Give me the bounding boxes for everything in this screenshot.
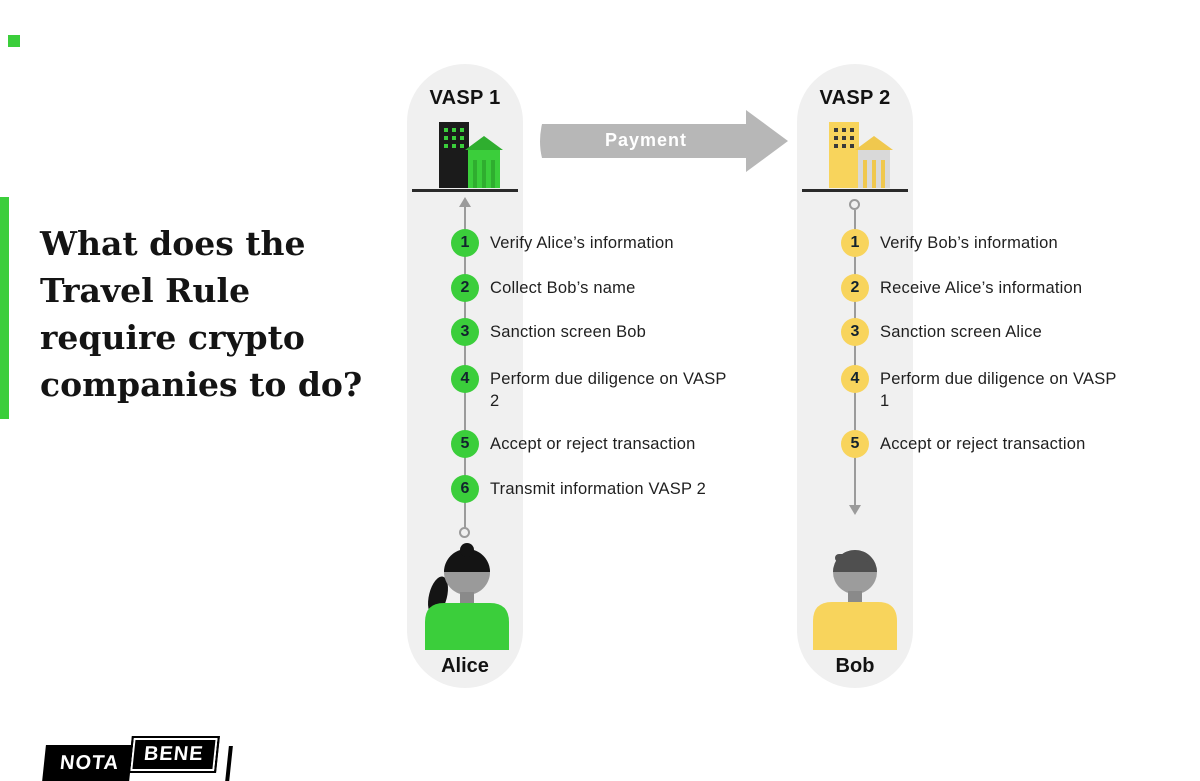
step-label: Verify Alice’s information — [490, 234, 674, 252]
vasp2-building-icon — [829, 122, 893, 188]
step-number-badge: 6 — [451, 475, 479, 503]
step-number-badge: 2 — [451, 274, 479, 302]
vasp1-building-icon — [439, 122, 503, 188]
step-number-badge: 4 — [451, 365, 479, 393]
step-label: Receive Alice’s information — [880, 279, 1083, 297]
vasp2-baseline — [802, 189, 908, 192]
page-title-line: Travel Rule — [40, 271, 251, 310]
vasp2-flow-origin-dot — [849, 199, 860, 210]
vasp2-step-1: 1 Verify Bob’s information — [841, 229, 1161, 257]
vasp1-step-6: 6 Transmit information VASP 2 — [451, 475, 771, 503]
payment-arrow-label: Payment — [604, 130, 688, 150]
vasp1-flow-arrow-up-icon — [459, 197, 471, 207]
step-number-badge: 4 — [841, 365, 869, 393]
step-number-badge: 1 — [451, 229, 479, 257]
page-title-line: require crypto — [40, 318, 305, 357]
step-label: Sanction screen Bob — [490, 323, 647, 341]
step-label: Transmit information VASP 2 — [490, 480, 707, 498]
step-number-badge: 3 — [451, 318, 479, 346]
vasp1-step-1: 1 Verify Alice’s information — [451, 229, 771, 257]
step-label: Perform due diligence on VASP 1 — [880, 370, 1117, 410]
vasp1-step-4: 4 Perform due diligence on VASP 2 — [451, 365, 771, 412]
alice-avatar-icon — [425, 543, 509, 650]
step-label: Accept or reject transaction — [880, 435, 1086, 453]
notabene-logo: NOTA BENE — [42, 736, 233, 781]
step-number-badge: 2 — [841, 274, 869, 302]
vasp2-title: VASP 2 — [819, 87, 891, 109]
vasp2-flow-line — [854, 210, 856, 506]
step-label: Collect Bob’s name — [490, 279, 636, 297]
vasp1-title: VASP 1 — [429, 87, 501, 109]
logo-bar — [224, 746, 233, 781]
vasp1-step-3: 3 Sanction screen Bob — [451, 318, 771, 346]
step-number-badge: 3 — [841, 318, 869, 346]
vasp2-step-3: 3 Sanction screen Alice — [841, 318, 1161, 346]
step-label: Accept or reject transaction — [490, 435, 696, 453]
vasp2-step-4: 4 Perform due diligence on VASP 1 — [841, 365, 1161, 412]
payment-arrow-icon — [540, 110, 788, 172]
logo-nota-box: NOTA — [42, 745, 134, 781]
vasp1-step-5: 5 Accept or reject transaction — [451, 430, 771, 458]
vasp2-flow-arrow-down-icon — [849, 505, 861, 515]
vasp1-step-2: 2 Collect Bob’s name — [451, 274, 771, 302]
step-label: Verify Bob’s information — [880, 234, 1058, 252]
alice-label: Alice — [441, 655, 489, 677]
vasp1-flow-origin-dot — [459, 527, 470, 538]
page-title: What does the Travel Rule require crypto… — [40, 220, 400, 408]
vasp2-step-2: 2 Receive Alice’s information — [841, 274, 1161, 302]
bob-avatar-icon — [813, 550, 897, 650]
step-label: Sanction screen Alice — [880, 323, 1042, 341]
page-title-line: What does the — [40, 224, 306, 263]
green-square-decor — [8, 35, 20, 47]
accent-bar — [0, 197, 9, 419]
vasp2-step-5: 5 Accept or reject transaction — [841, 430, 1161, 458]
step-number-badge: 5 — [451, 430, 479, 458]
logo-bene-box: BENE — [128, 736, 220, 773]
step-number-badge: 5 — [841, 430, 869, 458]
bob-label: Bob — [835, 655, 875, 677]
step-number-badge: 1 — [841, 229, 869, 257]
step-label: Perform due diligence on VASP 2 — [490, 370, 727, 410]
vasp1-baseline — [412, 189, 518, 192]
page-title-line: companies to do? — [40, 365, 363, 404]
